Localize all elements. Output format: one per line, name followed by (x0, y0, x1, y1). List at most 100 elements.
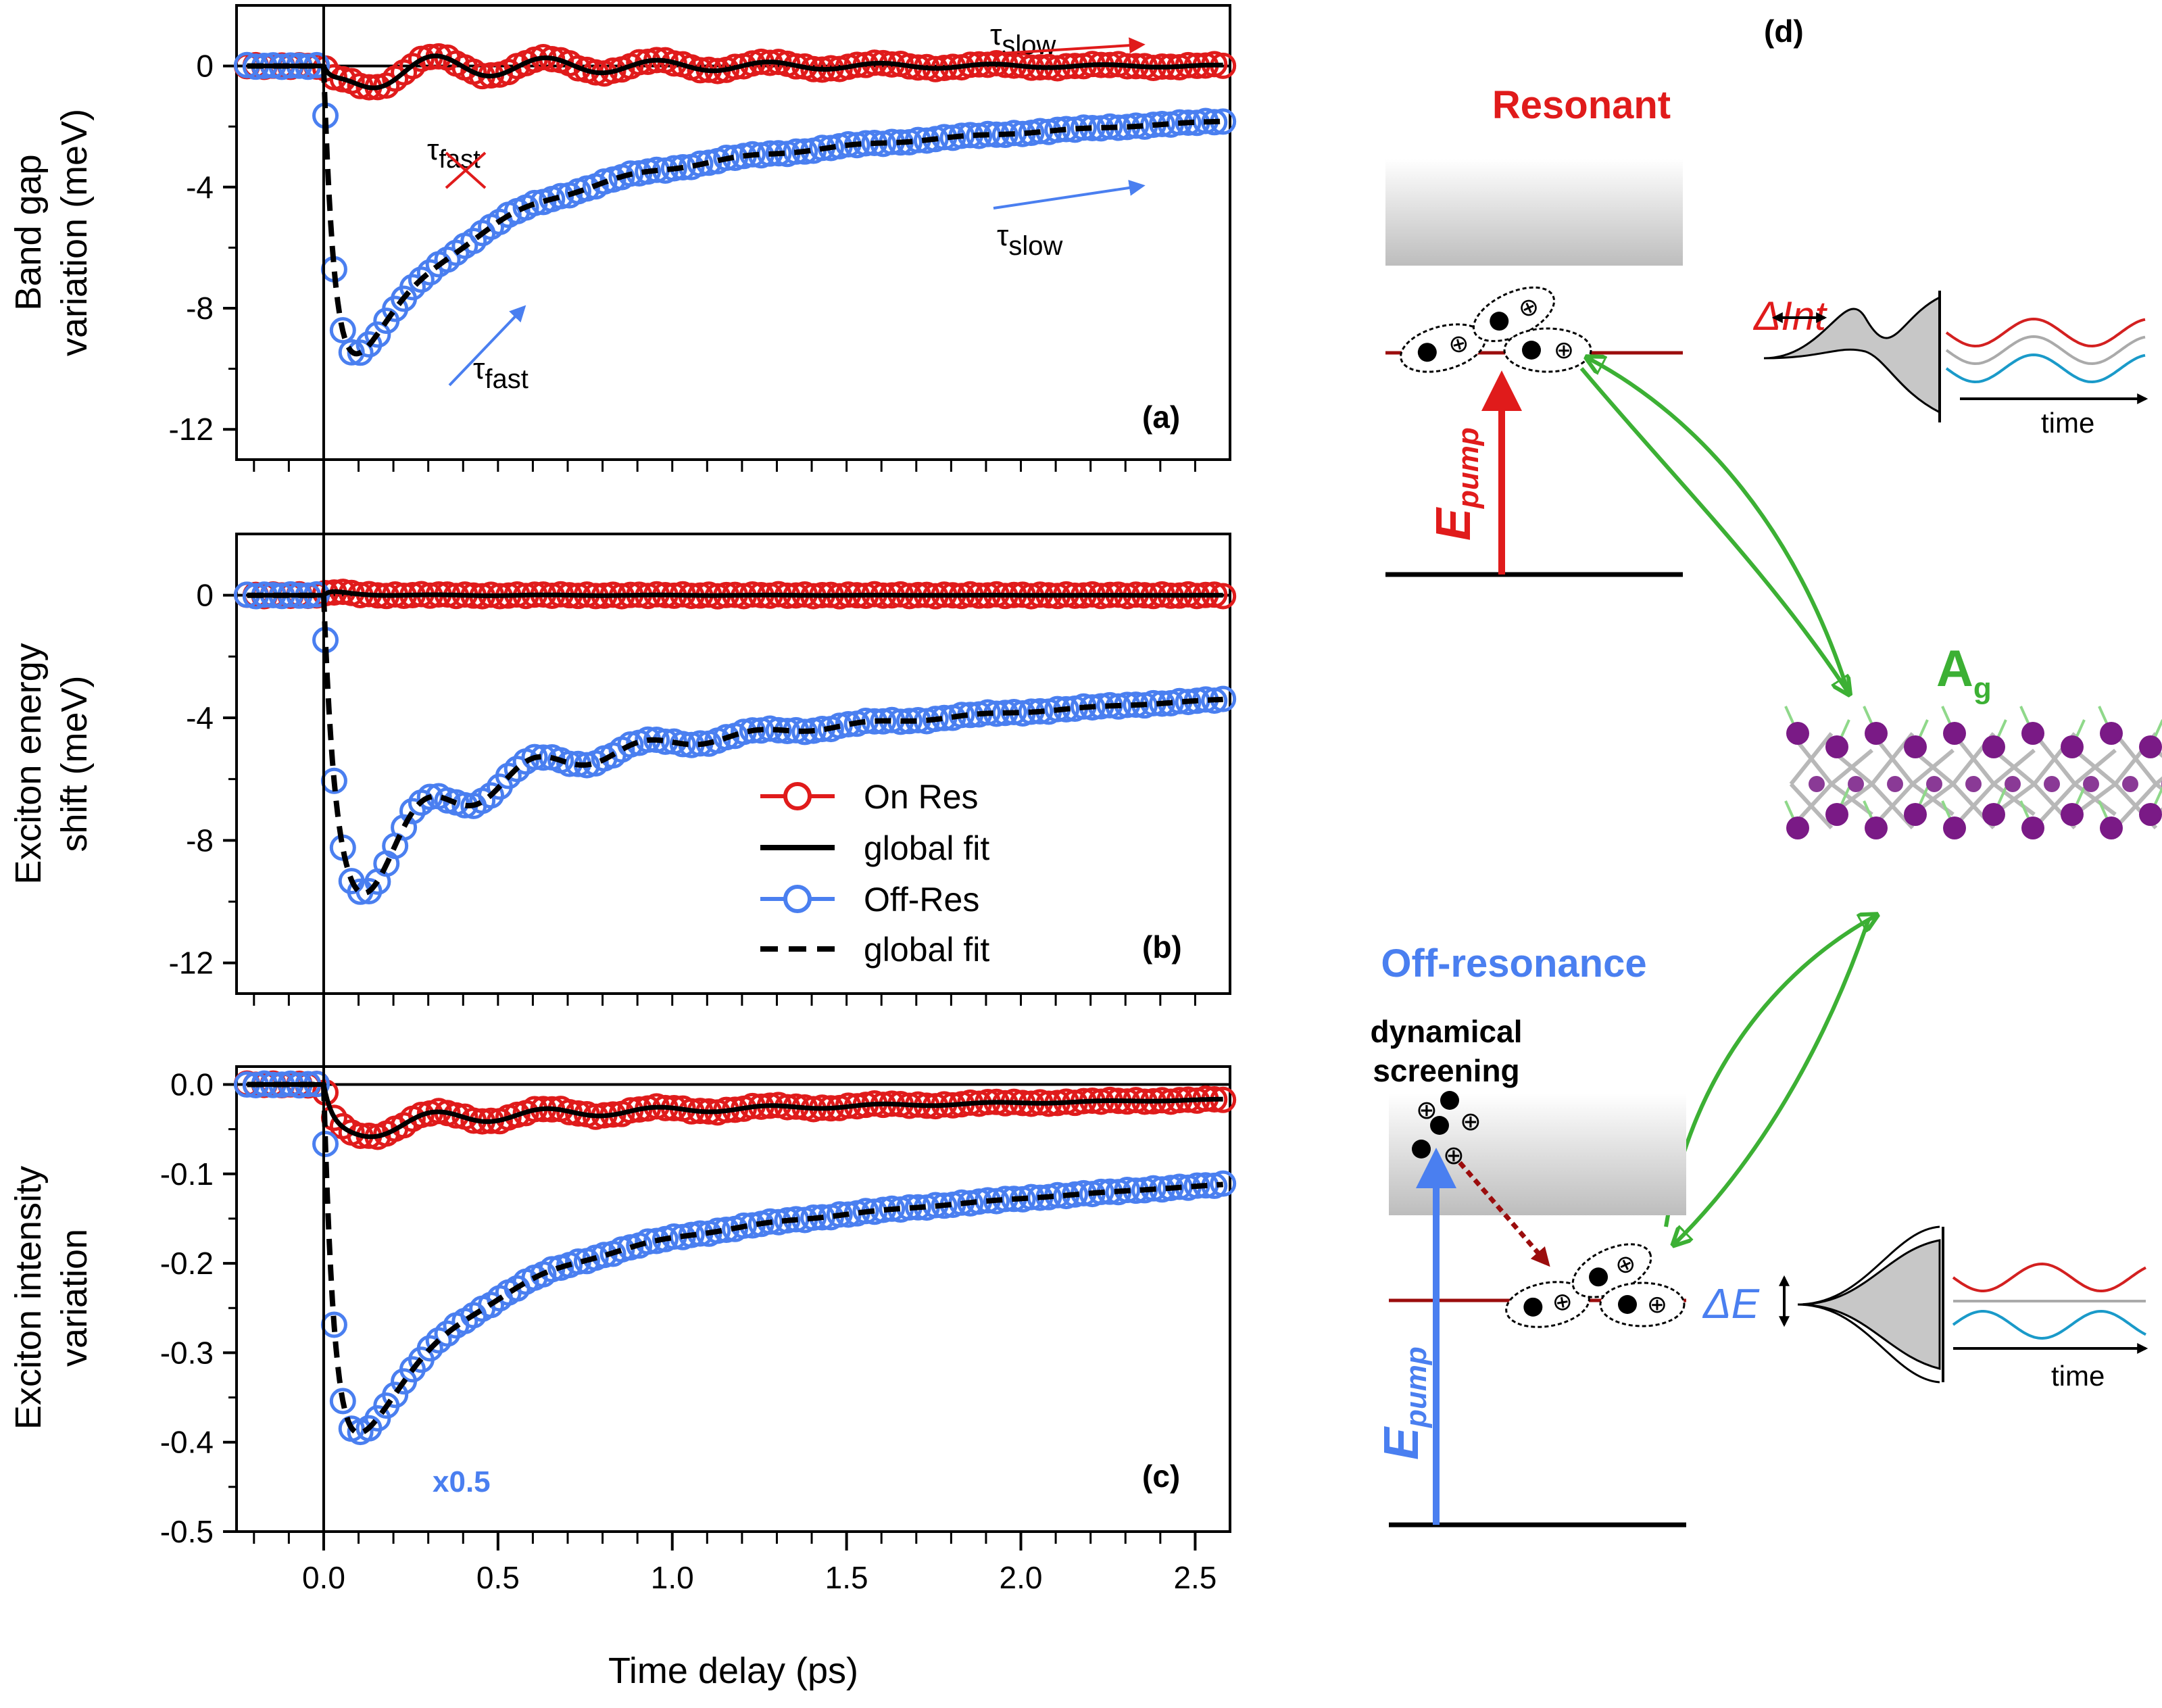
dynamical-label: dynamical (1371, 1014, 1523, 1049)
svg-text:⊕: ⊕ (1554, 336, 1574, 364)
svg-text:Off-Res: Off-Res (864, 881, 979, 919)
tau-slow-red: τslow (989, 18, 1146, 60)
legend-global-fit-dashed: global fit (760, 931, 989, 969)
panel-a-off-res-point (399, 274, 426, 301)
svg-text:⊕: ⊕ (1647, 1290, 1667, 1318)
panel-b-off-res-point (713, 724, 740, 751)
resonant-wave-gray (1945, 335, 2146, 366)
panel-c-ytick-label: -0.5 (160, 1514, 214, 1549)
crystal-atom (2061, 803, 2084, 826)
panel-b-off-res-point (975, 699, 1002, 726)
off-excitons: ⊕ ⊕ ⊕ (1505, 1243, 1686, 1328)
panel-b-off-res-point (922, 706, 949, 733)
panel-a-off-res-point (765, 140, 792, 167)
crystal-atom-mid (1926, 776, 1942, 792)
panel-a-label: (a) (1142, 399, 1180, 435)
crystal-atom-mid (1848, 776, 1864, 792)
panel-a-ytick-label: -8 (186, 291, 214, 326)
panel-c-ytick-label: 0.0 (170, 1067, 214, 1102)
panel-b-ytick-label: -4 (186, 700, 214, 735)
panel-c-off-res-point (539, 1256, 566, 1283)
panel-c-y-ticks: 0.0-0.1-0.2-0.3-0.4-0.5 (160, 1067, 1230, 1549)
panel-c-off-res-point (800, 1204, 827, 1231)
svg-text:⊕: ⊕ (1550, 1286, 1575, 1317)
crystal-atom-mid (2083, 776, 2099, 792)
panel-b-ytick-label: -8 (186, 823, 214, 858)
panel-b-off-res-point (739, 717, 766, 744)
panel-c-off-res-point (730, 1212, 757, 1239)
panel-a-off-res-point (1096, 113, 1123, 140)
panel-a-off-res-point (660, 155, 687, 182)
crystal-atom (1904, 803, 1927, 826)
crystal-atom-mid (1965, 776, 1982, 792)
crystal-bond (1789, 732, 1834, 785)
panel-b-off-res-point (521, 743, 548, 771)
crystal-atom (1865, 722, 1888, 745)
crystal-bond (1911, 748, 1955, 786)
panel-a-frame (235, 4, 1231, 461)
panel-b: 0-4-8-12 Exciton energy shift (meV) (b) (8, 533, 1237, 1006)
crystal-atom (2021, 722, 2044, 745)
svg-text:τfast: τfast (427, 133, 481, 174)
panel-c-series (233, 1070, 1237, 1446)
tau-slow-blue: τslow (993, 179, 1146, 261)
legend: On Res global fit Off-Res global fit (760, 778, 989, 969)
delta-e-label: ΔE (1702, 1281, 1760, 1327)
panel-c-off-res-point (382, 1382, 409, 1409)
panel-c-ytick-label: -0.1 (160, 1156, 214, 1192)
panel-b-series (233, 579, 1237, 905)
crystal-atom (1904, 735, 1927, 758)
panel-b-off-res-point (1148, 690, 1175, 717)
panel-b-label: (b) (1142, 929, 1182, 965)
panel-a-ytick-label: -12 (169, 412, 214, 447)
panel-a-off-res-point (1201, 109, 1228, 136)
crystal-atom (2139, 735, 2162, 758)
panel-b-off-res-point (495, 762, 522, 789)
panel-a: 0-4-8-12 Band gap variation (meV) (a) (8, 4, 1237, 472)
crystal-atom (1943, 722, 1966, 745)
resonant-conduction-band (1385, 159, 1683, 266)
off-title: Off-resonance (1381, 942, 1646, 985)
panel-c-label: (c) (1142, 1459, 1180, 1494)
panel-a-on-fit-line (247, 53, 1223, 91)
legend-off-res: Off-Res (760, 881, 979, 919)
resonant-epump: Epump (1427, 427, 1485, 541)
off-wave-red (1952, 1262, 2146, 1293)
panel-c-off-fit-line (247, 1081, 1224, 1436)
legend-global-fit-solid: global fit (760, 829, 989, 867)
panel-a-off-res-point (443, 239, 470, 266)
panel-b-off-res-point (895, 708, 923, 735)
panel-c-on-fit-line (247, 1082, 1223, 1140)
svg-text:global fit: global fit (864, 931, 989, 969)
crystal-atom (1825, 735, 1848, 758)
panel-b-ytick-label: 0 (196, 578, 214, 613)
off-oscillation-traces (1952, 1262, 2146, 1340)
svg-text:τfast: τfast (473, 352, 529, 394)
panel-a-off-res-point (687, 150, 714, 177)
panel-a-off-res-point (347, 339, 374, 366)
panel-a-ylabel-1: Band gap (8, 154, 49, 310)
phonon-arrow-bottom-back (1675, 919, 1871, 1244)
crystal-atom (1982, 803, 2005, 826)
crystal-atom (1825, 803, 1848, 826)
crystal-atom (1865, 816, 1888, 839)
x-tick-label: 1.0 (651, 1560, 694, 1595)
panel-b-on-fit-line (247, 589, 1223, 598)
crystal-atom (1786, 722, 1809, 745)
crystal-atom-mid (2044, 776, 2060, 792)
panel-c-off-res-point (774, 1206, 801, 1234)
panel-a-off-fit-line (247, 63, 1223, 357)
panel-c-off-res-point (931, 1192, 958, 1219)
panel-a-off-res-point (1070, 114, 1097, 141)
crystal-atom (2021, 816, 2044, 839)
resonant-excitons: ⊕ ⊕ ⊕ (1400, 286, 1592, 373)
panel-b-frame (235, 533, 1231, 995)
crystal-bond (1830, 748, 1873, 786)
svg-text:global fit: global fit (864, 829, 989, 867)
off-peaks (1797, 1225, 1944, 1384)
x-axis-label: Time delay (ps) (608, 1651, 858, 1691)
panel-d: (d) Resonant Epump ⊕ ⊕ ⊕ ΔInt. time Ag O (1371, 14, 2162, 1528)
panel-c-ytick-label: -0.2 (160, 1246, 214, 1281)
crystal-structure (1784, 706, 2162, 839)
